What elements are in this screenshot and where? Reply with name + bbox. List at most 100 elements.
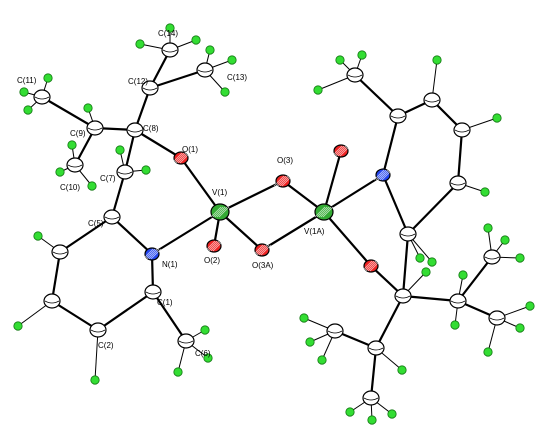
atom-c17 [453, 122, 471, 138]
label-c14: C(14) [158, 29, 178, 38]
label-c13: C(13) [227, 73, 247, 82]
label-c9: C(9) [70, 129, 86, 138]
label-c1: C(1) [157, 298, 173, 307]
hydrogen-atom-30 [515, 253, 525, 263]
bond-c19-c21 [401, 232, 410, 298]
hydrogen-atom-10 [67, 140, 77, 150]
bond-c3x-c4x [50, 250, 62, 303]
atom-c15 [389, 108, 407, 124]
label-o3: O(3) [277, 156, 293, 165]
atom-c6 [177, 333, 195, 349]
bond-v1a-o4 [322, 149, 343, 214]
hydrogen-atom-43 [367, 415, 377, 425]
hydrogen-atom-24 [432, 55, 442, 65]
atom-c1 [144, 284, 162, 300]
labels-layer: C(14) C(12) C(13) C(11) C(9) C(8) C(7) C… [17, 29, 325, 358]
hydrogen-atom-29 [483, 223, 493, 233]
atom-c2 [89, 322, 107, 338]
atom-c14 [161, 42, 179, 58]
hydrogen-atom-14 [115, 145, 125, 155]
hydrogen-atom-34 [515, 323, 525, 333]
atom-o1 [171, 151, 191, 165]
atom-c24 [488, 310, 506, 326]
hydrogen-atom-13 [141, 165, 151, 175]
bond-c21-c22 [401, 294, 460, 303]
label-v1a: V(1A) [304, 227, 325, 236]
hydrogen-atom-18 [173, 367, 183, 377]
hydrogen-atom-33 [450, 320, 460, 330]
atom-c16 [423, 92, 441, 108]
atom-v1a [314, 203, 334, 221]
bond-c21-c25 [374, 294, 405, 350]
hydrogen-atom-44 [421, 267, 431, 277]
hydrogen-atom-27 [427, 257, 437, 267]
hydrogen-atom-41 [345, 407, 355, 417]
label-c6: C(6) [195, 349, 211, 358]
label-o1: O(1) [182, 145, 198, 154]
hydrogen-atom-39 [305, 337, 315, 347]
bond-c19-n2 [381, 173, 410, 236]
hydrogen-atom-35 [483, 347, 493, 357]
hydrogen-atom-38 [317, 355, 327, 365]
label-o2: O(2) [204, 256, 220, 265]
atom-c13 [196, 62, 214, 78]
bond-c12-c13 [148, 68, 207, 90]
hydrogen-atom-6 [19, 87, 29, 97]
hydrogen-atom-25 [492, 113, 502, 123]
hydrogen-atom-36 [525, 301, 535, 311]
atom-c26 [326, 323, 344, 339]
hydrogen-atom-3 [227, 55, 237, 65]
hydrogen-atom-12 [87, 181, 97, 191]
atom-o4 [331, 144, 351, 158]
label-c5: C(5) [88, 219, 104, 228]
hydrogen-atom-20 [200, 325, 210, 335]
atom-c10 [66, 157, 84, 173]
hydrogen-atom-1 [165, 23, 175, 33]
atom-c18 [449, 175, 467, 191]
hydrogen-atom-9 [83, 103, 93, 113]
hydrogen-atom-26 [480, 187, 490, 197]
hydrogen-atom-5 [205, 45, 215, 55]
atom-c9 [86, 120, 104, 136]
bond-c1-c2 [96, 290, 155, 332]
hydrogen-atom-31 [500, 235, 510, 245]
bond-c4x-c5 [58, 215, 114, 254]
bond-c8-o1 [133, 128, 183, 160]
bond-c5-n1 [110, 215, 154, 256]
hydrogen-atom-37 [299, 313, 309, 323]
atom-c11 [33, 89, 51, 105]
atom-c7 [116, 164, 134, 180]
bond-v1-o3 [218, 179, 285, 214]
bond-v1-n1 [150, 210, 222, 256]
bond-v1a-n2 [322, 173, 385, 214]
atom-n2 [373, 168, 393, 182]
atom-o3a [252, 243, 272, 257]
label-c2: C(2) [98, 341, 114, 350]
bond-c1-c6 [151, 290, 188, 343]
atom-c25 [367, 340, 385, 356]
atom-c21 [394, 288, 412, 304]
h-bond-17 [94, 329, 99, 381]
bond-o3a-v1a [260, 210, 326, 252]
hydrogen-atom-42 [387, 409, 397, 419]
bond-c18-c19 [406, 181, 460, 236]
bond-v1-o3a [218, 210, 264, 252]
bond-c11-c9 [40, 95, 97, 130]
label-c7: C(7) [100, 174, 116, 183]
bond-c7-c5 [110, 170, 127, 219]
bond-v1a-o5 [322, 210, 373, 268]
atom-c20 [346, 67, 364, 83]
hydrogen-atom-22 [313, 85, 323, 95]
hydrogen-atom-21 [335, 55, 345, 65]
hydrogen-atom-40 [397, 365, 407, 375]
atom-c22 [449, 293, 467, 309]
hydrogen-atom-19 [203, 353, 213, 363]
bond-c17-c18 [456, 128, 464, 185]
label-c11: C(11) [17, 76, 37, 85]
label-c10: C(10) [60, 183, 80, 192]
atoms-layer [13, 23, 535, 425]
hydrogen-atom-11 [55, 167, 65, 177]
hydrogen-atom-4 [220, 87, 230, 97]
